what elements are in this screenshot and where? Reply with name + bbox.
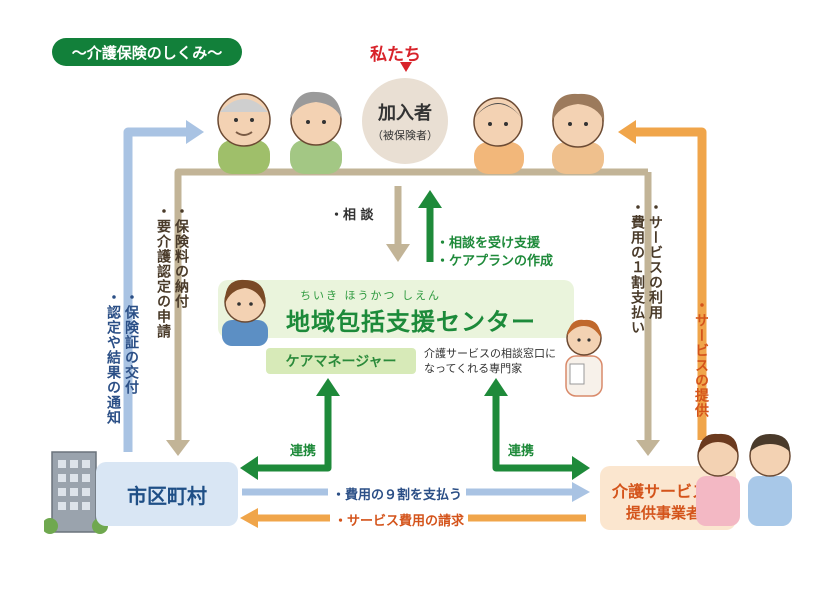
tan-arrow-insured-to-city (174, 168, 212, 440)
blue-arrow-city-to-insured (123, 127, 186, 452)
care-manager-note-line-2: なってくれる専門家 (424, 362, 523, 375)
renkei-left-line (258, 394, 332, 472)
tan-arrowhead-city (166, 440, 190, 456)
orange-arrow-provider-to-insured (636, 127, 707, 440)
center-title: 地域包括支援センター (286, 308, 536, 336)
center-box (218, 280, 574, 338)
tan-arrowhead-provider (636, 440, 660, 456)
center-ruby: ちいき ほうかつ しえん (300, 289, 441, 302)
renkei-right-up-head (484, 378, 508, 396)
support-arrowhead (418, 190, 442, 208)
insured-title: 加入者 (378, 103, 432, 124)
service-use-label-1: ・サービスの利用 (647, 200, 663, 320)
notice-label-1: ・保険証の交付 (123, 290, 139, 395)
title-badge: 〜介護保険のしくみ〜 (52, 38, 242, 66)
care-staff-illustration (222, 279, 268, 346)
renkei-left-label: 連携 (290, 444, 317, 459)
provider-line-2: 提供事業者 (626, 504, 702, 522)
premium-label-1: ・保険料の納付 (173, 204, 189, 309)
blue-arrowhead-insured (186, 120, 204, 144)
provider-line-1: 介護サービス (612, 482, 709, 501)
care-manager-note-line-1: 介護サービスの相談窓口に (424, 347, 556, 360)
pay-label: ・費用の９割を支払う (328, 484, 467, 503)
insured-subtitle: （被保険者） (372, 129, 438, 142)
notice-label-2: ・認定や結果の通知 (105, 290, 121, 425)
orange-arrowhead-insured (618, 120, 636, 144)
renkei-right-label: 連携 (508, 444, 535, 459)
care-workers-illustration (696, 433, 792, 526)
premium-label-2: ・要介護認定の申請 (155, 204, 171, 339)
elderly-couple-illustration (217, 91, 342, 174)
support-label-1: ・相談を受け支援 (436, 236, 541, 251)
pay-arrowhead (572, 482, 590, 502)
support-label-2: ・ケアプランの作成 (436, 254, 554, 269)
elderly-couple-right-illustration (473, 93, 605, 174)
renkei-right-line (492, 394, 572, 472)
us-label: 私たち (370, 45, 421, 65)
renkei-left-up-head (316, 378, 340, 396)
insured-node: 加入者 （被保険者） (362, 78, 448, 164)
care-manager-illustration (565, 319, 603, 397)
care-manager-note: 介護サービスの相談窓口に なってくれる専門家 (424, 346, 574, 376)
billing-arrowhead (240, 508, 258, 528)
service-provide-label: ・サービスの提供 (693, 298, 709, 418)
us-arrow-icon (400, 62, 412, 72)
renkei-right-provider-head (572, 456, 590, 480)
consult-label: ・相 談 (330, 208, 374, 223)
renkei-left-city-head (240, 456, 258, 480)
city-node: 市区町村 (96, 462, 238, 526)
care-manager-badge: ケアマネージャー (266, 348, 416, 374)
consult-arrowhead (386, 244, 410, 262)
building-icon (44, 451, 108, 534)
service-use-label-2: ・費用の１割支払い (629, 200, 645, 335)
billing-label: ・サービス費用の請求 (330, 510, 469, 529)
